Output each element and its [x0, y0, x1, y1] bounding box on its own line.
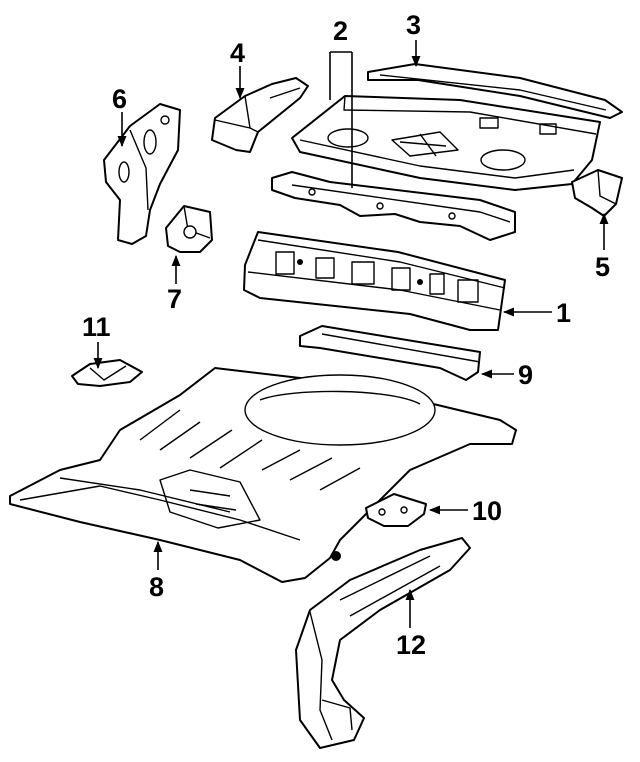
part-9-cross-member[interactable]	[299, 325, 481, 381]
callout-4: 4	[230, 38, 245, 68]
part-8-rear-floor-pan[interactable]	[9, 367, 517, 583]
callout-12: 12	[396, 630, 426, 660]
callout-3: 3	[406, 10, 421, 40]
part-2-package-tray[interactable]	[291, 95, 601, 191]
part-10-bracket-plate[interactable]	[365, 493, 427, 527]
callout-11: 11	[82, 312, 111, 342]
callout-1: 1	[556, 298, 571, 328]
callout-7: 7	[167, 284, 182, 314]
part-11-reinforcement[interactable]	[71, 359, 143, 387]
callout-6: 6	[112, 84, 127, 114]
part-4-bracket[interactable]	[211, 77, 309, 153]
callout-5: 5	[595, 252, 610, 282]
part-12-quarter-panel[interactable]	[295, 537, 471, 749]
callout-2: 2	[333, 16, 348, 46]
part-6-quarter-bracket[interactable]	[103, 103, 181, 245]
part-1-seat-back-panel[interactable]	[243, 231, 506, 331]
part-2-tray-support[interactable]	[271, 171, 516, 241]
part-7-small-bracket[interactable]	[165, 205, 213, 253]
callout-9: 9	[518, 360, 533, 390]
part-5-side-bracket[interactable]	[571, 169, 623, 217]
part-3-rear-window-trim[interactable]	[367, 63, 623, 119]
leader-lines	[93, 40, 609, 628]
callout-8: 8	[149, 572, 164, 602]
callout-10: 10	[472, 496, 502, 526]
callout-labels: 1 2 3 4 5 6 7 8 9 10 11 12	[82, 10, 610, 660]
